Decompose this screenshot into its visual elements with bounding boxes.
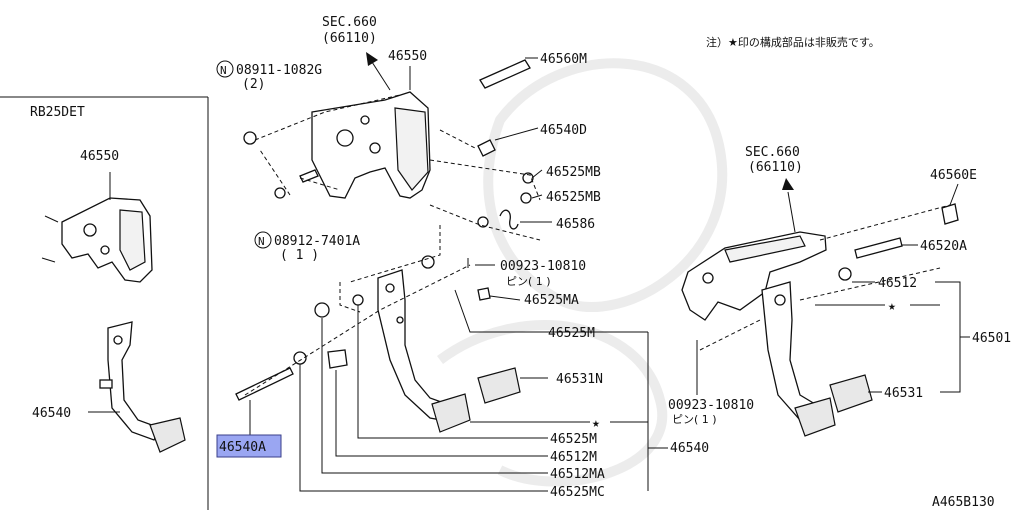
sec-arrow-right xyxy=(782,178,796,233)
part-46525M-2[interactable]: 46525M xyxy=(550,432,597,447)
part-46550-left[interactable]: 46550 xyxy=(80,149,119,164)
part-46531[interactable]: 46531 xyxy=(884,386,923,401)
selected-part-highlight xyxy=(216,434,282,458)
part-46540-main[interactable]: 46540 xyxy=(670,441,709,456)
variant-label: RB25DET xyxy=(30,105,85,120)
part-46525MB-2[interactable]: 46525MB xyxy=(546,190,601,205)
center-dashed-lines xyxy=(244,94,541,396)
sec-right-code: (66110) xyxy=(748,160,803,175)
center-bracket-drawing xyxy=(311,91,431,199)
right-pedal-drawing xyxy=(696,203,959,437)
right-dashed-lines xyxy=(699,204,951,351)
part-08911-1082G[interactable]: 08911-1082G xyxy=(236,63,322,78)
leader-lines xyxy=(88,57,970,492)
part-46531N[interactable]: 46531N xyxy=(556,372,603,387)
part-46512MA[interactable]: 46512MA xyxy=(550,467,605,482)
part-46586[interactable]: 46586 xyxy=(556,217,595,232)
part-46512[interactable]: 46512 xyxy=(878,276,917,291)
part-08912-7401A[interactable]: 08912-7401A xyxy=(274,234,360,249)
part-46540D[interactable]: 46540D xyxy=(540,123,587,138)
part-46540A[interactable]: 46540A xyxy=(219,440,266,455)
sec-top-code: (66110) xyxy=(322,31,377,46)
part-00923-bottom-pin: ピン( 1 ) xyxy=(672,413,717,426)
part-46520A[interactable]: 46520A xyxy=(920,239,967,254)
nut-symbol-bottom xyxy=(254,231,272,249)
sec-right-label: SEC.660 xyxy=(745,145,800,160)
star-mark-center: ★ xyxy=(592,416,600,431)
part-46525MA[interactable]: 46525MA xyxy=(524,293,579,308)
part-00923-10810-top[interactable]: 00923-10810 xyxy=(500,259,586,274)
part-46525MB-1[interactable]: 46525MB xyxy=(546,165,601,180)
part-46525M-1[interactable]: 46525M xyxy=(548,326,595,341)
part-00923-top-pin: ピン( 1 ) xyxy=(506,275,551,288)
part-46560E[interactable]: 46560E xyxy=(930,168,977,183)
part-46560M[interactable]: 46560M xyxy=(540,52,587,67)
note-text: 注）★印の構成部品は非販売です。 xyxy=(706,35,880,49)
svg-text:N: N xyxy=(220,64,227,77)
part-08912-qty: ( 1 ) xyxy=(280,248,319,263)
part-46550[interactable]: 46550 xyxy=(388,49,427,64)
nut-symbol-top xyxy=(216,60,234,78)
part-08911-qty: (2) xyxy=(242,77,265,92)
left-bracket-drawing xyxy=(41,197,153,283)
part-46525MC[interactable]: 46525MC xyxy=(550,485,605,500)
part-00923-10810-bottom[interactable]: 00923-10810 xyxy=(668,398,754,413)
star-mark-right: ★ xyxy=(888,299,896,314)
part-46540-left[interactable]: 46540 xyxy=(32,406,71,421)
diagram-code: A465B130 xyxy=(932,495,995,510)
watermark xyxy=(437,58,728,487)
part-46512M[interactable]: 46512M xyxy=(550,450,597,465)
sec-arrow-top xyxy=(366,52,391,91)
part-46501[interactable]: 46501 xyxy=(972,331,1011,346)
center-pedal-drawing xyxy=(377,269,521,433)
sec-top-label: SEC.660 xyxy=(322,15,377,30)
svg-text:N: N xyxy=(258,235,265,248)
left-pedal-drawing xyxy=(99,321,186,453)
right-bracket-drawing xyxy=(681,231,827,321)
